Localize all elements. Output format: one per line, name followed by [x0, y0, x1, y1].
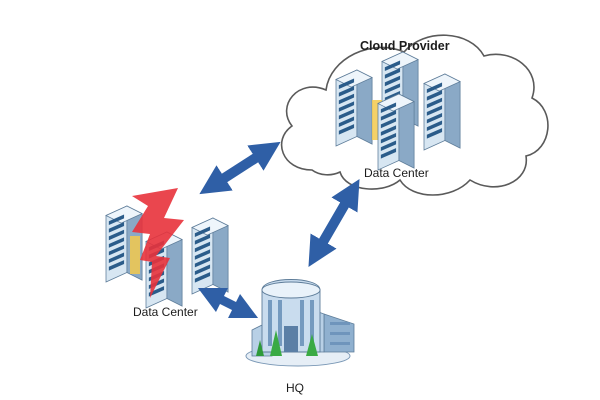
left-data-center-group: Data Center: [105, 188, 229, 319]
double-arrow-icon: [199, 141, 281, 195]
server-rack-icon: [377, 93, 415, 171]
lightning-bolt-icon: [132, 188, 184, 298]
hq-group: HQ: [245, 279, 355, 395]
server-rack-icon: [423, 73, 461, 151]
connection-arrows: [197, 141, 360, 319]
cloud-data-center-label: Data Center: [364, 166, 429, 180]
server-rack-icon: [191, 217, 229, 295]
server-rack-icon: [335, 69, 373, 147]
double-arrow-icon: [197, 287, 259, 319]
hq-label: HQ: [286, 381, 304, 395]
cloud-provider-group: Cloud Provider Data Center: [280, 34, 549, 196]
left-data-center-servers: [105, 205, 229, 309]
cloud-data-center-servers: [335, 51, 461, 171]
office-building-icon: [245, 279, 355, 367]
left-data-center-label: Data Center: [133, 305, 198, 319]
double-arrow-icon: [308, 179, 360, 267]
cloud-provider-title: Cloud Provider: [360, 39, 450, 53]
